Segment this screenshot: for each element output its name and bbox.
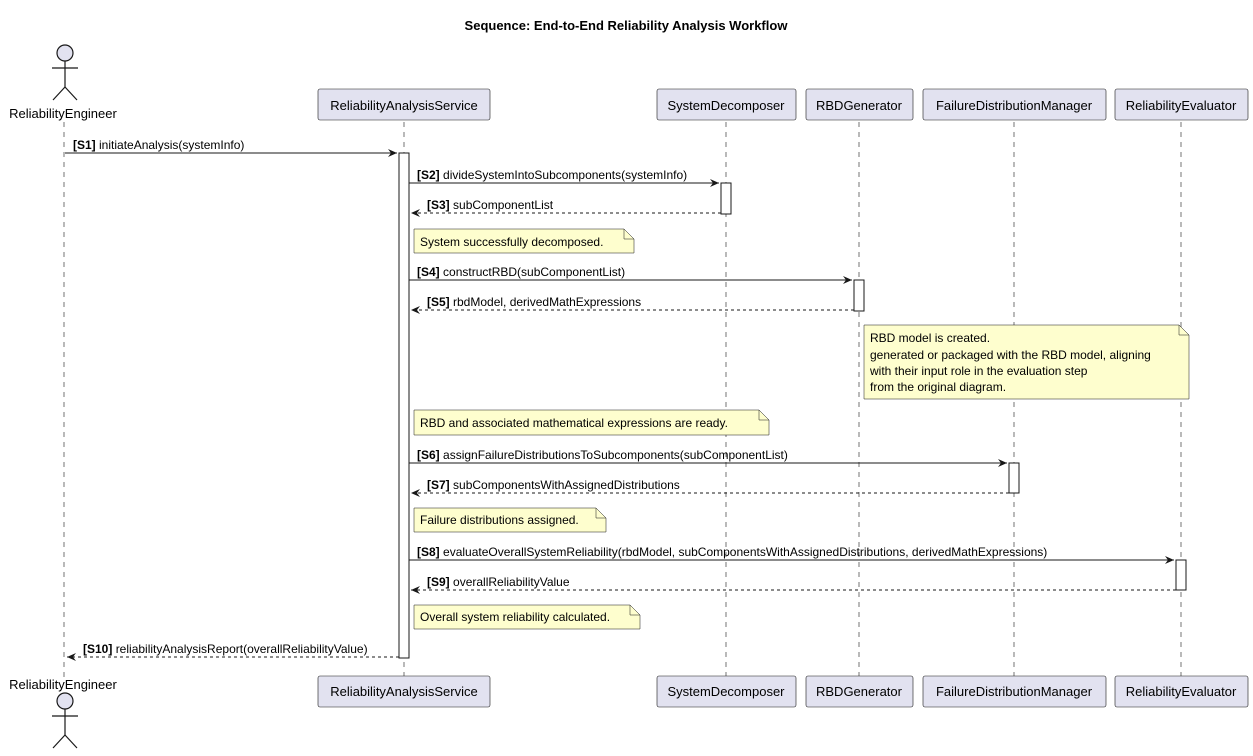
note-text: RBD and associated mathematical expressi… xyxy=(420,416,728,430)
message-label-s8: [S8] evaluateOverallSystemReliability(rb… xyxy=(417,545,1047,559)
activation-bars xyxy=(398,152,1187,659)
participant-decomposer-bottom: SystemDecomposer xyxy=(656,675,797,708)
note-distributions-assigned: Failure distributions assigned. xyxy=(413,507,607,533)
participant-name: ReliabilityAnalysisService xyxy=(330,98,477,113)
note-text: from the original diagram. xyxy=(870,380,1006,394)
message-labels: [S1] initiateAnalysis(systemInfo) [S2] d… xyxy=(73,138,1047,656)
lifelines xyxy=(63,122,1182,678)
message-label-s3: [S3] subComponentList xyxy=(427,198,554,212)
participant-fdm-top: FailureDistributionManager xyxy=(922,88,1107,121)
note-rbd-ready: RBD and associated mathematical expressi… xyxy=(413,409,770,436)
participant-name: SystemDecomposer xyxy=(667,98,785,113)
note-reliability-calculated: Overall system reliability calculated. xyxy=(413,604,641,630)
participant-decomposer-top: SystemDecomposer xyxy=(656,88,797,121)
participant-fdm-bottom: FailureDistributionManager xyxy=(922,675,1107,708)
note-text: System successfully decomposed. xyxy=(420,235,603,249)
participants-bottom: ReliabilityEngineer ReliabilityAnalysisS… xyxy=(9,675,1249,749)
message-label-s1: [S1] initiateAnalysis(systemInfo) xyxy=(73,138,244,152)
note-text: with their input role in the evaluation … xyxy=(869,364,1088,378)
message-label-s10: [S10] reliabilityAnalysisReport(overallR… xyxy=(83,642,368,656)
participant-service-top: ReliabilityAnalysisService xyxy=(317,88,491,121)
activation-decomposer xyxy=(720,182,732,215)
activation-fdm xyxy=(1008,462,1020,494)
actor-engineer-top: ReliabilityEngineer xyxy=(9,44,118,121)
message-label-s2: [S2] divideSystemIntoSubcomponents(syste… xyxy=(417,168,687,182)
participant-name: RBDGenerator xyxy=(816,98,903,113)
message-label-s5: [S5] rbdModel, derivedMathExpressions xyxy=(427,295,641,309)
note-text: Overall system reliability calculated. xyxy=(420,610,610,624)
note-text: RBD model is created. xyxy=(870,331,990,345)
participant-service-bottom: ReliabilityAnalysisService xyxy=(317,675,491,708)
actor-stick-figure-icon xyxy=(52,44,78,101)
message-label-s7: [S7] subComponentsWithAssignedDistributi… xyxy=(427,478,680,492)
message-label-s9: [S9] overallReliabilityValue xyxy=(427,575,570,589)
participant-rbd-bottom: RBDGenerator xyxy=(805,675,914,708)
notes: System successfully decomposed. RBD mode… xyxy=(413,228,1190,630)
actor-stick-figure-icon xyxy=(52,692,78,749)
participant-name: FailureDistributionManager xyxy=(936,684,1093,699)
participant-name: FailureDistributionManager xyxy=(936,98,1093,113)
activation-service xyxy=(398,152,410,659)
message-label-s6: [S6] assignFailureDistributionsToSubcomp… xyxy=(417,448,788,462)
participant-name: ReliabilityEvaluator xyxy=(1126,98,1237,113)
activation-evaluator xyxy=(1175,559,1187,591)
note-text: generated or packaged with the RBD model… xyxy=(870,348,1151,362)
note-rbd-created: RBD model is created. generated or packa… xyxy=(863,324,1190,400)
participant-name: RBDGenerator xyxy=(816,684,903,699)
diagram-title: Sequence: End-to-End Reliability Analysi… xyxy=(465,18,789,33)
participant-rbd-top: RBDGenerator xyxy=(805,88,914,121)
actor-engineer-bottom: ReliabilityEngineer xyxy=(9,677,118,749)
participant-name: SystemDecomposer xyxy=(667,684,785,699)
participant-name: ReliabilityEvaluator xyxy=(1126,684,1237,699)
participant-evaluator-bottom: ReliabilityEvaluator xyxy=(1114,675,1249,708)
message-label-s4: [S4] constructRBD(subComponentList) xyxy=(417,265,625,279)
participants-top: ReliabilityEngineer ReliabilityAnalysisS… xyxy=(9,44,1249,121)
participant-name: ReliabilityEngineer xyxy=(9,106,117,121)
participant-evaluator-top: ReliabilityEvaluator xyxy=(1114,88,1249,121)
note-text: Failure distributions assigned. xyxy=(420,513,579,527)
note-decomposed: System successfully decomposed. xyxy=(413,228,635,254)
messages xyxy=(65,149,1176,661)
participant-name: ReliabilityEngineer xyxy=(9,677,117,692)
activation-rbd xyxy=(853,279,865,312)
participant-name: ReliabilityAnalysisService xyxy=(330,684,477,699)
